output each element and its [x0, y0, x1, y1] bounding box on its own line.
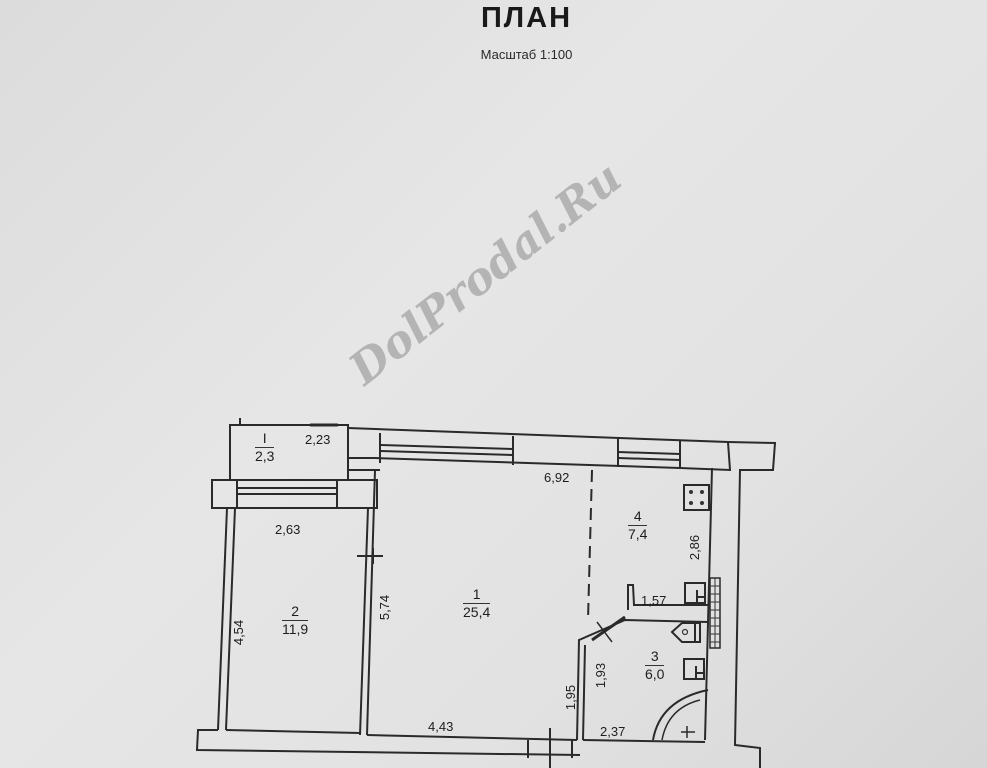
- room-bathroom: 3 6,0: [645, 648, 665, 683]
- room-kitchen: 4 7,4: [628, 508, 648, 543]
- room-number: 2: [282, 603, 309, 621]
- dim-bedroom-width: 2,63: [275, 522, 301, 537]
- dim-bedroom-length: 4,54: [231, 619, 247, 646]
- dim-balcony-width: 2,23: [305, 432, 331, 447]
- room-area: 7,4: [628, 526, 648, 542]
- room-area: 2,3: [255, 448, 275, 464]
- dim-kitchen-length: 2,86: [687, 534, 703, 561]
- dim-hall-width: 1,57: [641, 593, 667, 608]
- room-area: 6,0: [645, 666, 665, 682]
- room-balcony: I 2,3: [255, 430, 275, 465]
- room-bedroom: 2 11,9: [282, 603, 309, 638]
- room-living: 1 25,4: [463, 586, 491, 621]
- dim-bath-width: 2,37: [600, 724, 626, 739]
- room-number: 4: [628, 508, 648, 526]
- dim-bath-height: 1,93: [593, 662, 609, 689]
- dim-living-top-width: 6,92: [544, 470, 570, 485]
- room-number: 1: [463, 586, 491, 604]
- dim-living-depth: 5,74: [377, 594, 393, 621]
- room-number: I: [255, 430, 275, 448]
- dim-living-bottom-width: 4,43: [428, 719, 454, 734]
- dim-corridor-height: 1,95: [563, 684, 579, 711]
- room-number: 3: [645, 648, 665, 666]
- plan-scale: Масштаб 1:100: [480, 47, 573, 62]
- room-area: 25,4: [463, 604, 491, 620]
- plan-title: ПЛАН: [480, 2, 573, 34]
- room-area: 11,9: [282, 621, 309, 637]
